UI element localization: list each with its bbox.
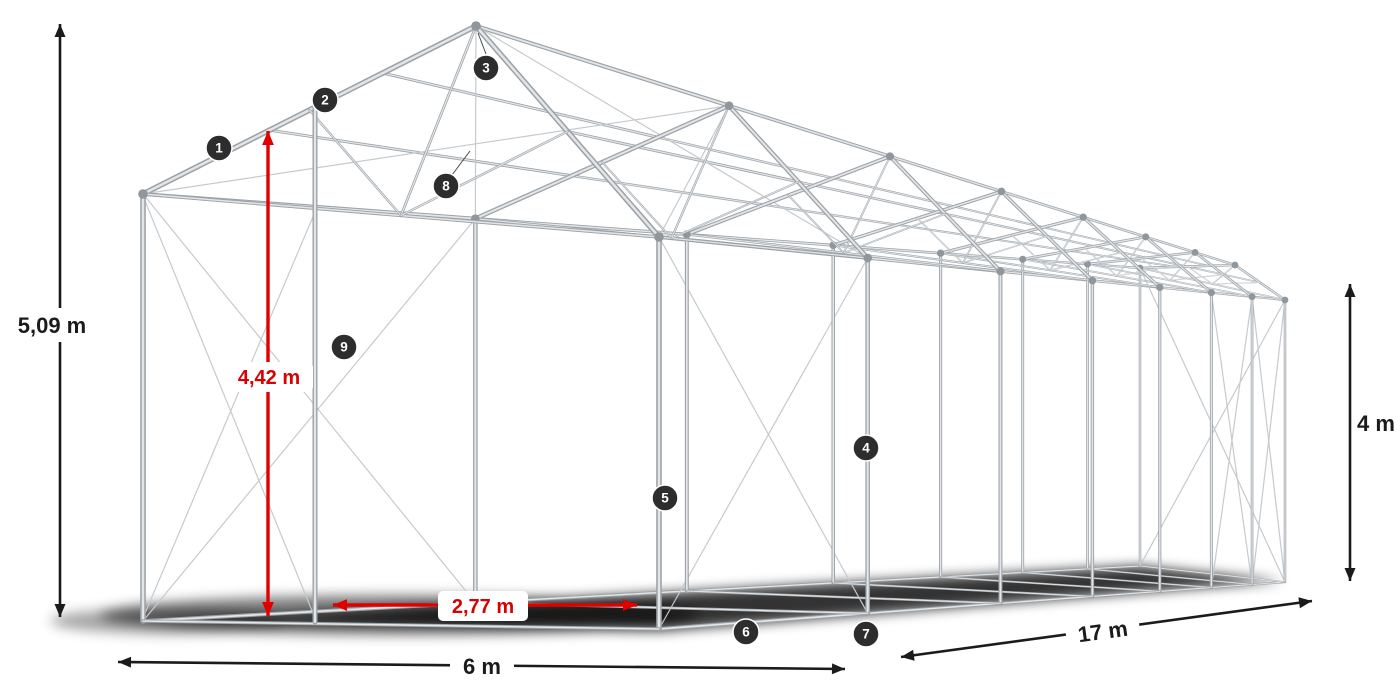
svg-text:6: 6	[742, 625, 750, 640]
svg-text:5,09 m: 5,09 m	[18, 313, 87, 338]
svg-text:5: 5	[661, 491, 669, 506]
svg-text:9: 9	[340, 340, 348, 355]
svg-text:6 m: 6 m	[463, 654, 501, 679]
dim-inner-height-label: 4,42 m	[225, 362, 313, 392]
svg-text:8: 8	[442, 179, 450, 194]
marker-9: 9	[330, 333, 358, 361]
svg-text:2,77 m: 2,77 m	[452, 596, 514, 618]
svg-text:2: 2	[321, 93, 329, 108]
marker-8: 8	[432, 172, 460, 200]
dim-entrance-width-label: 2,77 m	[438, 591, 528, 621]
dim-front-width-label: 6 m	[450, 650, 514, 682]
svg-text:4: 4	[862, 441, 870, 456]
svg-text:4,42 m: 4,42 m	[238, 367, 300, 389]
marker-2: 2	[311, 86, 339, 114]
marker-8-leader	[451, 150, 471, 176]
dim-total-height-label: 5,09 m	[4, 308, 100, 342]
steel-frame-lines	[138, 21, 1289, 632]
svg-text:1: 1	[215, 141, 223, 156]
dim-side-height-label: 4 m	[1357, 411, 1395, 436]
dim-length-label: 17 m	[1064, 611, 1141, 651]
marker-1: 1	[205, 134, 233, 162]
marker-7: 7	[852, 620, 880, 648]
marker-5: 5	[651, 484, 679, 512]
svg-text:4 m: 4 m	[1357, 411, 1395, 436]
marker-6: 6	[732, 618, 760, 646]
svg-text:3: 3	[482, 61, 490, 76]
marker-3: 3	[472, 54, 500, 82]
marker-4: 4	[852, 434, 880, 462]
svg-text:7: 7	[862, 627, 870, 642]
marker-3-leader	[477, 32, 487, 55]
